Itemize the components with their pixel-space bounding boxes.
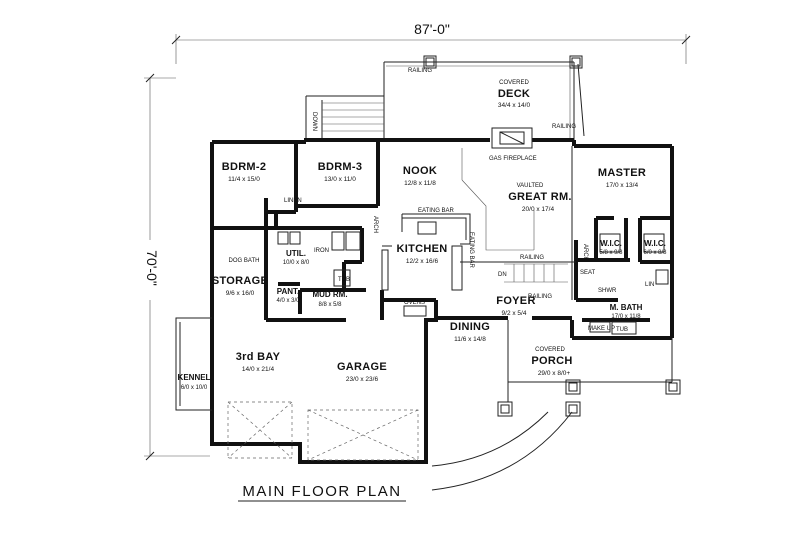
great-room-name: GREAT RM. xyxy=(508,191,572,203)
mud-room-name: MUD RM. xyxy=(312,290,347,299)
great-room-vault-lines xyxy=(461,148,535,251)
master-name: MASTER xyxy=(598,167,646,179)
deck-size: 34/4 x 14/0 xyxy=(498,102,531,109)
arch-label-master: ARCH xyxy=(582,244,588,261)
storage-size: 9/6 x 16/0 xyxy=(226,290,255,297)
kennel-name: KENNEL xyxy=(178,373,211,382)
bdrm2-name: BDRM-2 xyxy=(222,161,267,173)
nook-size: 12/8 x 11/8 xyxy=(404,180,436,187)
great-room-note: VAULTED xyxy=(517,183,544,189)
great-room-size: 20/0 x 17/4 xyxy=(522,206,555,213)
storage-name: STORAGE xyxy=(212,275,268,287)
pantry-name: PANT. xyxy=(277,287,300,296)
utility-fixtures: IRON TUB LINEN xyxy=(277,198,361,287)
util-name: UTIL. xyxy=(286,249,306,258)
stairs-down-label: DOWN xyxy=(311,112,317,131)
dn-label: DN xyxy=(498,272,507,278)
wic2-size: 6/0 x 8/8 xyxy=(643,250,667,256)
bdrm2-size: 11/4 x 15/0 xyxy=(228,176,260,183)
master-bath-fixtures: ARCH SEAT SHWR LIN MAKE UP TUB xyxy=(580,233,669,335)
kitchen-name: KITCHEN xyxy=(397,243,448,255)
ovens-label: OVENS xyxy=(404,300,425,306)
exterior-walls xyxy=(210,138,674,464)
wic1-size: 5/8 x 9/8 xyxy=(599,250,623,256)
deck-railing-label-east: RAILING xyxy=(552,124,576,130)
kennel-outline xyxy=(175,317,212,411)
pantry-size: 4/0 x 3/0 xyxy=(276,298,300,304)
gas-fireplace: GAS FIREPLACE xyxy=(489,127,537,162)
dining-size: 11/6 x 14/8 xyxy=(454,336,486,343)
linen-label: LINEN xyxy=(284,198,302,204)
lin-label: LIN xyxy=(645,282,654,288)
porch-size: 29/0 x 8/0+ xyxy=(538,370,571,377)
third-bay-name: 3rd BAY xyxy=(236,351,281,363)
garage-doors xyxy=(227,401,419,461)
deck-name: DECK xyxy=(498,88,530,100)
overall-depth-label: 70'-0" xyxy=(144,250,160,286)
master-tub-label: TUB xyxy=(616,327,628,333)
util-size: 10/0 x 8/0 xyxy=(283,260,310,266)
deck-stairs: DOWN xyxy=(305,95,384,138)
dining-name: DINING xyxy=(450,321,490,333)
garage-size: 23/0 x 23/6 xyxy=(346,376,379,383)
make-up-label: MAKE UP xyxy=(588,326,615,332)
foyer-size: 9/2 x 5/4 xyxy=(502,310,527,317)
kennel-size: 6/0 x 10/0 xyxy=(181,385,208,391)
bdrm3-size: 13/0 x 11/0 xyxy=(324,176,356,183)
porch-area xyxy=(431,320,681,491)
master-bath-size: 17/0 x 11/8 xyxy=(611,314,641,320)
porch-name: PORCH xyxy=(531,355,572,367)
plan-title: MAIN FLOOR PLAN xyxy=(242,483,401,500)
eating-bar-label: EATING BAR xyxy=(418,208,455,214)
garage-name: GARAGE xyxy=(337,361,387,373)
foyer-railing-label: RAILING xyxy=(520,255,544,261)
third-bay-size: 14/0 x 21/4 xyxy=(242,366,275,373)
wic2-name: W.I.C. xyxy=(644,239,666,248)
room-labels: COVERED DECK 34/4 x 14/0 BDRM-2 11/4 x 1… xyxy=(178,80,668,391)
wic1-name: W.I.C. xyxy=(600,239,622,248)
shower-label: SHWR xyxy=(598,288,617,294)
foyer-stairs: DN RAILING RAILING xyxy=(498,255,568,300)
kitchen-fixtures: EATING BAR EATING BAR ARCH OVENS xyxy=(372,208,576,317)
dog-bath-name: DOG BATH xyxy=(229,258,260,264)
mud-room-size: 8/8 x 5/8 xyxy=(318,302,342,308)
interior-walls xyxy=(210,142,672,324)
tub-label: TUB xyxy=(338,277,350,283)
master-size: 17/0 x 13/4 xyxy=(606,182,639,189)
overall-depth-dimension: 70'-0" xyxy=(134,73,210,461)
gas-fireplace-label: GAS FIREPLACE xyxy=(489,156,537,162)
master-bath-name: M. BATH xyxy=(610,303,643,312)
plan-title-block: MAIN FLOOR PLAN xyxy=(238,483,406,502)
kitchen-size: 12/2 x 16/6 xyxy=(406,258,439,265)
overall-width-label: 87'-0" xyxy=(414,21,450,37)
overall-width-dimension: 87'-0" xyxy=(171,18,691,64)
foyer-name: FOYER xyxy=(496,295,535,307)
deck-railing-label: RAILING xyxy=(408,68,432,74)
eating-bar-label-side: EATING BAR xyxy=(468,232,474,269)
deck-note: COVERED xyxy=(499,80,529,86)
nook-name: NOOK xyxy=(403,165,437,177)
covered-deck-area: RAILING RAILING xyxy=(383,55,585,142)
arch-label-kitchen: ARCH xyxy=(372,216,378,233)
foyer-railing-label-lower: RAILING xyxy=(528,294,552,300)
iron-label: IRON xyxy=(314,248,329,254)
seat-label: SEAT xyxy=(580,270,596,276)
porch-note: COVERED xyxy=(535,347,565,353)
bdrm3-name: BDRM-3 xyxy=(318,161,363,173)
